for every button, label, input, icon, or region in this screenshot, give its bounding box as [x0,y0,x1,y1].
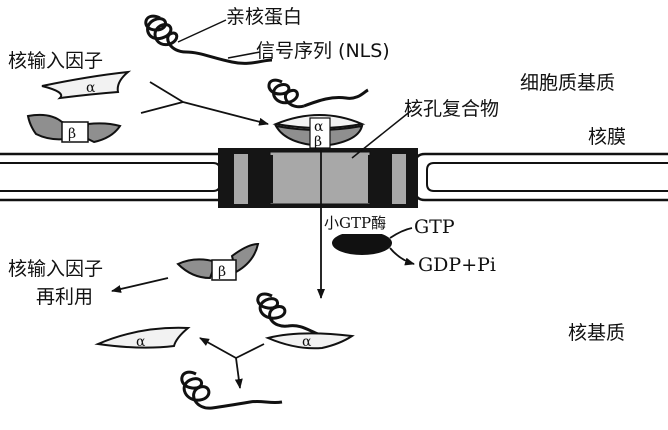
label-gdp-pi: GDP+Pi [418,254,496,276]
label-small-gtpase: 小GTP酶 [324,212,387,234]
gdp-arrow [389,247,415,266]
binding-arrow-top [140,81,269,126]
nuclear-envelope-left [0,152,234,202]
importin-alpha-bottom-bound: α [264,332,355,350]
label-importin-recycle-2: 再利用 [36,286,94,308]
beta-symbol-recycled: β [218,264,226,280]
gtp-connector [389,227,413,239]
alpha-symbol-free: α [136,334,146,350]
beta-symbol-docked: β [314,134,322,150]
alpha-symbol-top: α [86,80,96,96]
import-complex-docked: α β [267,78,369,150]
beta-recycle-arrow [111,277,169,293]
label-cytoplasm: 细胞质基质 [520,72,616,94]
nuclear-envelope-right [413,152,668,202]
alpha-symbol-bound: α [302,334,312,350]
small-gtpase-ellipse [332,231,392,255]
importin-beta-recycled: β [176,242,260,281]
label-nls: 信号序列 (NLS) [256,40,390,62]
leader-nuclear-protein [177,19,227,43]
alpha-symbol-docked: α [314,119,324,135]
importin-alpha-top: α [41,70,132,100]
beta-symbol-top: β [68,126,76,142]
label-importin-top: 核输入因子 [8,50,104,72]
label-pore-complex: 核孔复合物 [404,98,500,120]
label-nuclear-envelope: 核膜 [588,126,627,148]
nuclear-protein-coil-bottom-2 [180,370,283,410]
nuclear-protein-coil-bottom-1 [256,292,319,336]
importin-alpha-bottom-free: α [94,326,191,350]
label-importin-recycle-1: 核输入因子 [8,258,104,280]
label-gtp: GTP [414,216,455,238]
label-nuclear-protein: 亲核蛋白 [226,6,303,28]
leader-pore-complex [351,109,413,159]
label-nucleoplasm: 核基质 [568,322,626,344]
nuclear-pore-complex [218,148,418,208]
release-lines [199,337,265,389]
leader-nls [227,51,261,59]
importin-beta-top: β [26,113,122,144]
nuclear-protein-coil-top [144,14,273,65]
